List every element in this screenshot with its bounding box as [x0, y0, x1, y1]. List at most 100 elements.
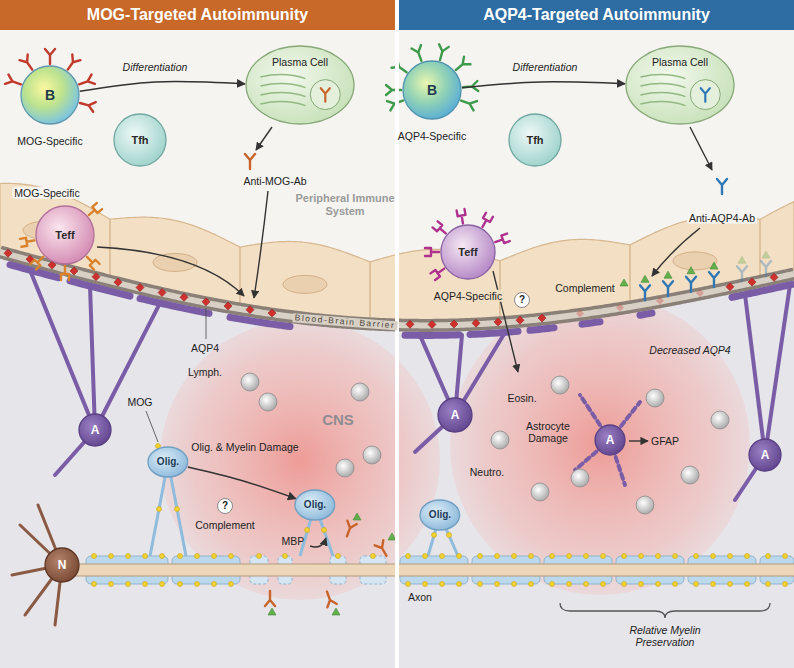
mog-protein	[550, 554, 555, 559]
astrocyte-process	[30, 270, 95, 430]
mog-protein	[157, 507, 162, 512]
text-slot: Complement	[195, 519, 255, 531]
mog-protein	[432, 533, 437, 538]
text-slot: A	[91, 423, 100, 437]
arrow	[629, 440, 648, 441]
aqp4-channel	[656, 297, 664, 305]
node-title: AQP4-Targeted Autoimmunity	[483, 6, 710, 25]
lesion-glow	[450, 295, 750, 595]
endoplasmic-reticulum	[640, 93, 685, 97]
astrocyte-process	[90, 286, 95, 430]
node-fill	[45, 548, 79, 582]
mog-protein	[423, 554, 428, 559]
mog-protein	[639, 582, 644, 587]
node-fill	[403, 61, 461, 119]
astrocyte-process	[765, 285, 790, 455]
mog-protein	[305, 528, 310, 533]
text-slot: Axon	[408, 591, 432, 603]
annotation-label: Complement	[195, 519, 255, 531]
node-caption: AQP4-Specific	[432, 290, 504, 302]
mog-protein	[178, 554, 183, 559]
mog-protein	[336, 554, 341, 559]
nucleus	[310, 80, 340, 110]
b-cell-receptor	[79, 98, 96, 112]
aqp4-channel	[450, 320, 458, 328]
node-title: Olig.	[157, 456, 179, 468]
connector	[462, 82, 625, 88]
mog-protein	[371, 554, 376, 559]
antibody	[321, 88, 330, 102]
annotation-label: Complement	[553, 282, 617, 294]
mog-protein	[745, 582, 750, 587]
text-slot: ?	[514, 292, 530, 308]
astrocyte-process	[95, 303, 160, 430]
mog-protein	[92, 554, 97, 559]
text-slot: Anti-MOG-Ab	[243, 175, 306, 187]
mog-protein	[622, 582, 627, 587]
mog-protein	[567, 554, 572, 559]
connector	[188, 467, 296, 499]
mog-protein	[447, 533, 452, 538]
aqp4-channel	[4, 249, 12, 257]
aqp4-channel	[136, 283, 144, 291]
mog-protein	[406, 554, 411, 559]
bracket	[560, 603, 770, 618]
t-cell-receptor	[425, 248, 439, 256]
mog-protein	[529, 554, 534, 559]
annotation-label: Astrocyte Damage	[517, 420, 579, 445]
damaged-astrocyte: A	[594, 424, 626, 456]
mog-protein	[694, 582, 699, 587]
aqp4-channel	[158, 289, 166, 297]
node-title: Tfh	[131, 134, 148, 147]
complement-protein	[738, 256, 746, 263]
mog-protein	[283, 554, 288, 559]
t-cell-receptor	[479, 213, 493, 229]
b-cell-receptor	[64, 54, 81, 72]
leader-line	[206, 308, 207, 339]
immune-cell	[636, 496, 654, 514]
astrocyte: A	[78, 413, 112, 447]
antibody	[375, 540, 391, 558]
node-title: A	[91, 423, 100, 437]
aqp4-channel	[576, 310, 584, 318]
text-slot: Olig.	[304, 499, 326, 511]
antibody	[265, 591, 275, 606]
endothelial-nucleus	[153, 253, 197, 271]
mog-protein	[109, 582, 114, 587]
annotation-label: Relative Myelin Preservation	[615, 624, 715, 649]
oligodendrocyte: Olig.	[419, 499, 461, 531]
mog-protein	[766, 582, 771, 587]
aqp4-channel	[696, 289, 704, 297]
text-slot: MBP	[282, 535, 305, 547]
mog-protein	[783, 582, 788, 587]
mog-protein	[728, 582, 733, 587]
complement-protein	[641, 275, 649, 282]
astrocyte-endfoot	[582, 322, 600, 325]
text-slot: GFAP	[651, 435, 679, 447]
annotation-label: Anti-MOG-Ab	[243, 175, 306, 187]
node-title: A	[761, 448, 770, 462]
annotation-label: MOG	[127, 396, 152, 408]
panel-divider	[395, 0, 399, 668]
node-caption: AQP4-Specific	[398, 130, 466, 142]
aqp4-channel	[92, 273, 100, 281]
mog-protein	[495, 582, 500, 587]
complement-protein	[762, 251, 770, 258]
mog-protein	[567, 582, 572, 587]
panel-header: MOG-Targeted Autoimmunity	[0, 0, 395, 30]
endoplasmic-reticulum	[260, 93, 305, 97]
node-fill	[749, 439, 781, 471]
astrocyte-endfoot	[530, 328, 554, 331]
mog-protein	[783, 554, 788, 559]
mog-protein	[512, 554, 517, 559]
node-title: Olig.	[304, 499, 326, 511]
immune-cell	[241, 373, 259, 391]
axon	[72, 564, 794, 576]
mog-protein	[212, 582, 217, 587]
complement-protein	[664, 271, 672, 278]
node-title: A	[451, 408, 460, 422]
mog-protein	[673, 582, 678, 587]
text-slot: Olig. & Myelin Damage	[191, 441, 298, 453]
immune-cell	[336, 459, 354, 477]
